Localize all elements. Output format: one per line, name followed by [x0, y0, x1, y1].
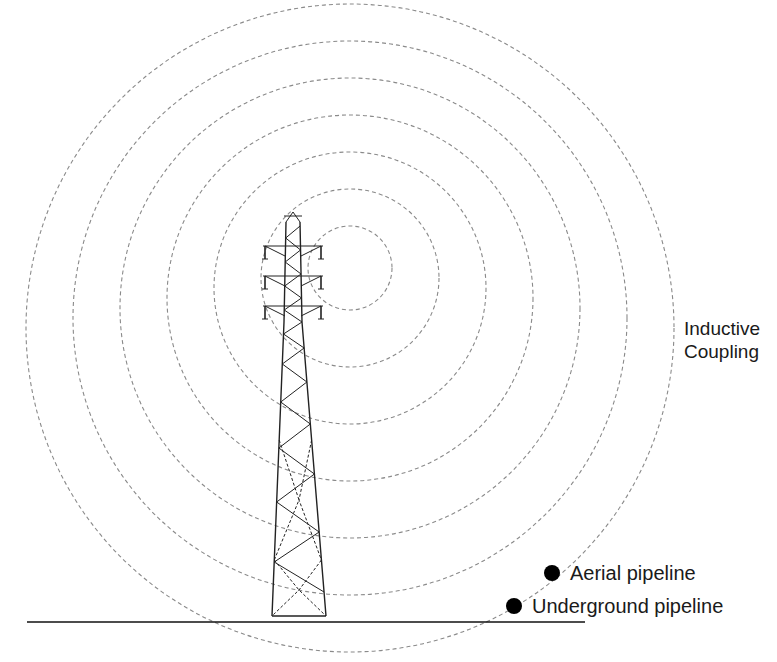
tower-brace: [286, 238, 301, 250]
field-circle: [261, 189, 439, 367]
field-circle: [167, 115, 533, 481]
underground-pipeline-dot: [506, 598, 522, 614]
tower-brace: [281, 382, 307, 402]
tower-brace: [286, 226, 300, 238]
field-circle: [73, 41, 627, 595]
tower-brace: [284, 322, 302, 334]
tower-brace: [285, 262, 301, 274]
pipeline-label: Aerial pipeline: [570, 561, 696, 585]
tower-brace: [274, 562, 324, 592]
insulators: [265, 246, 321, 319]
transmission-tower: [262, 212, 326, 616]
tower-diamond-brace: [272, 560, 321, 616]
tower-peak: [284, 212, 302, 222]
tower-brace: [284, 310, 302, 322]
cross-arm: [263, 306, 323, 316]
tower-brace: [284, 298, 301, 310]
pipeline-label: Underground pipeline: [532, 594, 723, 618]
tower-brace: [284, 334, 305, 348]
tower-brace: [279, 424, 310, 448]
tower-base: [272, 615, 326, 616]
field-circle: [214, 152, 486, 424]
field-circles: [26, 4, 674, 652]
inductive-coupling-label: Inductive Coupling: [684, 318, 770, 364]
tower-brace: [285, 274, 301, 286]
tower-legs: [272, 222, 326, 616]
tower-brace: [281, 402, 311, 424]
tower-brace: [285, 286, 302, 298]
field-circle: [308, 226, 392, 310]
aerial-pipeline-dot: [544, 565, 560, 581]
tower-brace: [285, 250, 300, 262]
field-circle: [26, 4, 674, 652]
tower-brace: [277, 502, 319, 532]
tower-brace: [282, 348, 304, 364]
cross-arm: [263, 276, 323, 286]
cross-arm: [263, 246, 323, 256]
field-circle: [120, 78, 580, 538]
tower-brace: [282, 364, 307, 382]
insulator-ends: [262, 259, 324, 319]
tower-diamond-brace: [299, 440, 321, 560]
ground-line: [27, 621, 585, 623]
tower-diamond-brace: [274, 440, 299, 560]
